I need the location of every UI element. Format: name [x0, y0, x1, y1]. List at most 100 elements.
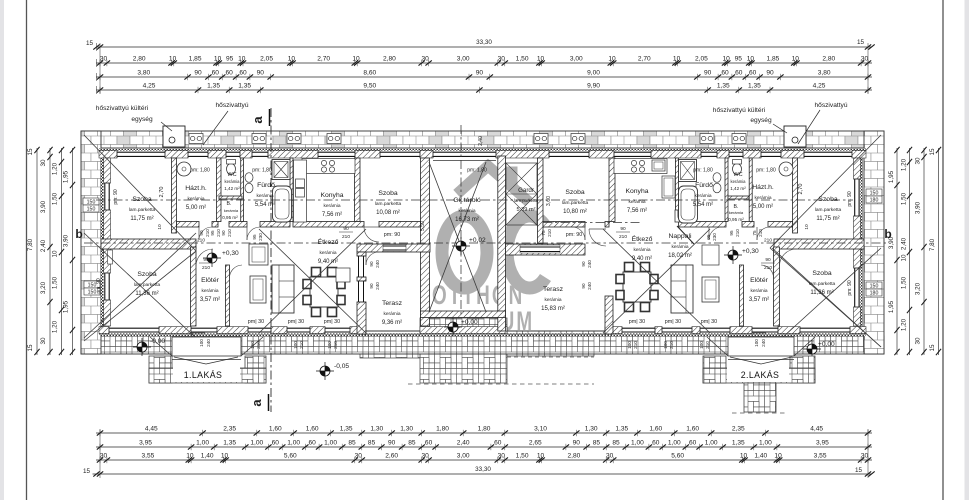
svg-text:1,35: 1,35: [615, 426, 628, 433]
svg-text:30: 30: [915, 337, 922, 345]
svg-text:1,95: 1,95: [888, 300, 895, 313]
svg-text:90: 90: [257, 70, 265, 77]
svg-text:3,90: 3,90: [63, 234, 70, 247]
svg-text:WC: WC: [227, 172, 236, 178]
svg-text:1,50: 1,50: [516, 56, 529, 63]
svg-text:90: 90: [369, 283, 374, 289]
svg-text:+0,30: +0,30: [742, 248, 759, 255]
svg-text:WC: WC: [733, 172, 742, 178]
svg-text:8,60: 8,60: [363, 70, 376, 77]
svg-text:1,35: 1,35: [732, 440, 745, 447]
svg-text:85: 85: [408, 440, 416, 447]
svg-text:pm: 1,80: pm: 1,80: [190, 168, 210, 174]
svg-text:240: 240: [375, 260, 380, 268]
svg-text:15: 15: [857, 39, 865, 46]
svg-text:240: 240: [206, 339, 211, 347]
svg-text:10: 10: [723, 56, 731, 63]
svg-text:95: 95: [210, 230, 215, 236]
svg-text:240: 240: [375, 282, 380, 290]
svg-text:3,90: 3,90: [888, 236, 895, 249]
svg-text:90: 90: [388, 440, 396, 447]
svg-text:1,30: 1,30: [370, 426, 383, 433]
svg-text:hőszivattyú kültéri: hőszivattyú kültéri: [713, 107, 766, 114]
svg-text:1,00: 1,00: [631, 440, 644, 447]
svg-text:30: 30: [100, 56, 108, 63]
svg-text:95: 95: [226, 56, 234, 63]
svg-text:+0,30: +0,30: [222, 250, 239, 257]
svg-text:5,54 m²: 5,54 m²: [255, 202, 275, 208]
svg-text:3,10: 3,10: [534, 426, 547, 433]
svg-text:100: 100: [663, 341, 668, 349]
svg-text:230: 230: [258, 233, 263, 241]
svg-text:pm: 1,80: pm: 1,80: [693, 168, 713, 174]
svg-text:3,00: 3,00: [457, 56, 470, 63]
svg-text:210: 210: [227, 229, 232, 237]
svg-text:100: 100: [293, 341, 298, 349]
svg-text:90: 90: [620, 226, 626, 232]
svg-text:30: 30: [422, 56, 430, 63]
svg-text:10: 10: [792, 56, 800, 63]
svg-text:1,42 m²: 1,42 m²: [730, 186, 746, 191]
svg-text:hőszivattyú kültéri: hőszivattyú kültéri: [96, 105, 149, 112]
svg-text:60: 60: [494, 440, 502, 447]
svg-text:1,40: 1,40: [201, 453, 214, 460]
svg-text:lam.parketta: lam.parketta: [134, 282, 161, 288]
svg-text:60: 60: [735, 70, 743, 77]
svg-text:b: b: [884, 227, 891, 241]
svg-text:1,50: 1,50: [901, 192, 908, 205]
svg-text:10: 10: [804, 224, 810, 230]
svg-text:OTTHON: OTTHON: [432, 280, 524, 310]
svg-text:240: 240: [761, 339, 766, 347]
svg-text:hőszivattyú: hőszivattyú: [216, 102, 249, 109]
svg-text:210: 210: [205, 229, 210, 237]
svg-text:B.: B.: [734, 204, 739, 210]
svg-text:240: 240: [587, 282, 592, 290]
svg-text:180: 180: [870, 198, 879, 204]
svg-text:11,75 m²: 11,75 m²: [130, 216, 153, 222]
svg-text:Elötér: Elötér: [201, 277, 219, 284]
svg-text:pm: 1,80: pm: 1,80: [467, 168, 487, 174]
svg-text:15: 15: [27, 344, 34, 352]
svg-text:210: 210: [705, 341, 710, 349]
svg-text:210: 210: [333, 341, 338, 349]
svg-text:1,35: 1,35: [223, 440, 236, 447]
svg-text:kerámia: kerámia: [458, 208, 475, 214]
svg-text:10: 10: [774, 453, 782, 460]
svg-text:3,60: 3,60: [546, 196, 552, 206]
svg-text:150: 150: [88, 283, 97, 289]
svg-text:100: 100: [327, 341, 332, 349]
svg-text:lam.parketta: lam.parketta: [375, 201, 402, 207]
svg-text:0,95 m²: 0,95 m²: [728, 217, 744, 222]
svg-text:85: 85: [348, 440, 356, 447]
svg-text:1,80: 1,80: [436, 426, 449, 433]
svg-text:4,45: 4,45: [810, 426, 823, 433]
svg-text:7,80: 7,80: [27, 238, 34, 251]
svg-text:160: 160: [250, 341, 255, 349]
svg-text:90: 90: [369, 261, 374, 267]
svg-text:Terasz: Terasz: [382, 300, 403, 307]
svg-text:Terasz: Terasz: [543, 286, 564, 293]
svg-text:pm| 30: pm| 30: [665, 319, 681, 325]
svg-text:210: 210: [342, 234, 350, 240]
svg-text:3,55: 3,55: [141, 453, 154, 460]
svg-text:pm| 30: pm| 30: [701, 319, 717, 325]
svg-text:pm: 1,80: pm: 1,80: [756, 168, 776, 174]
svg-text:210: 210: [764, 265, 772, 271]
svg-text:pm: 90: pm: 90: [96, 278, 102, 294]
svg-text:+0,02: +0,02: [469, 237, 486, 244]
svg-text:1,40: 1,40: [754, 453, 767, 460]
svg-text:2,80: 2,80: [567, 453, 580, 460]
svg-text:3,55: 3,55: [814, 453, 827, 460]
svg-text:2,40: 2,40: [457, 440, 470, 447]
svg-text:10: 10: [352, 56, 360, 63]
svg-text:90: 90: [203, 257, 209, 263]
svg-text:10: 10: [608, 56, 616, 63]
svg-text:210: 210: [633, 341, 638, 349]
svg-text:5,54 m²: 5,54 m²: [693, 202, 713, 208]
svg-text:3,95: 3,95: [816, 440, 829, 447]
svg-text:90: 90: [343, 226, 349, 232]
svg-text:lam.parketta: lam.parketta: [562, 200, 589, 206]
svg-text:90: 90: [581, 283, 586, 289]
svg-text:5,50: 5,50: [420, 221, 426, 231]
svg-text:15,83 m²: 15,83 m²: [541, 306, 565, 312]
